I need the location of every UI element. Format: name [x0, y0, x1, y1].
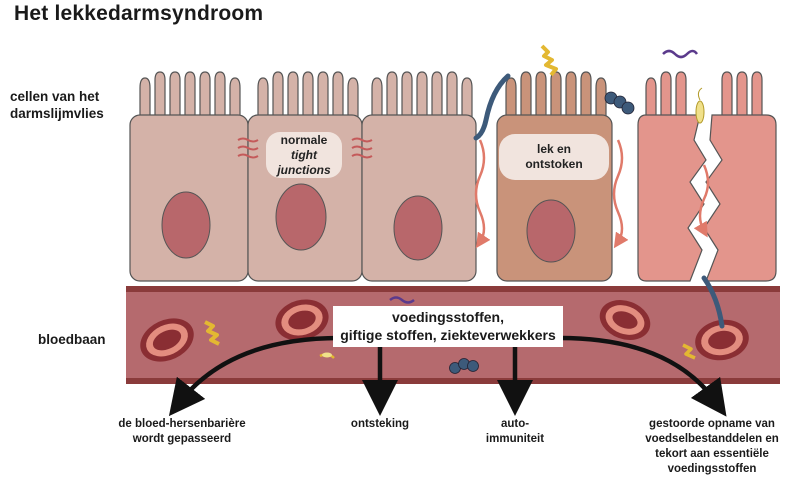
cell-leaky-right: [703, 71, 777, 282]
outcome-absorption-line4: voedingsstoffen: [667, 463, 757, 475]
cell-1: [129, 71, 249, 282]
leaky-label-line2: ontstoken: [525, 157, 583, 171]
blood-box-line1: voedingsstoffen,: [391, 309, 504, 325]
leaky-inflamed-label: lek en ontstoken: [499, 142, 609, 172]
blood-bacteria: [204, 275, 725, 374]
cell-inflamed: [496, 71, 613, 282]
cell-3: [361, 71, 477, 282]
outcome-brain-line1: de bloed-hersenbarière: [118, 418, 246, 430]
cell-leaky-left: [637, 71, 707, 282]
bacteria-group: [473, 44, 705, 141]
bloodstream-contents-box: voedingsstoffen, giftige stoffen, ziekte…: [333, 306, 563, 347]
cells-label-line1: cellen van het: [10, 89, 100, 104]
normal-tight-junctions-label: normale tight junctions: [266, 133, 342, 178]
tight-junctions: [237, 137, 373, 159]
leaky-label-line1: lek en: [536, 142, 572, 156]
outcome-impaired-absorption: gestoorde opname van voedselbestanddelen…: [628, 417, 796, 477]
normal-label-line2: tight: [291, 148, 317, 162]
outcome-arrows: [168, 335, 727, 417]
outcome-absorption-line3: tekort aan essentiële: [655, 448, 769, 460]
outcome-absorption-line1: gestoorde opname van: [649, 418, 775, 430]
bloodstream-label: bloedbaan: [38, 332, 106, 347]
leak-arrows: [474, 139, 710, 249]
page-title: Het lekkedarmsyndroom: [14, 2, 264, 25]
cells-label-line2: darmslijmvlies: [10, 106, 104, 121]
red-blood-cells: [140, 299, 749, 362]
outcome-autoimmunity: auto- immuniteit: [470, 417, 560, 447]
outcome-inflammation: ontsteking: [350, 418, 410, 430]
outcome-brain-line2: wordt gepasseerd: [132, 433, 232, 445]
outcome-autoimmune-line2: immuniteit: [485, 433, 545, 445]
outcome-absorption-line2: voedselbestanddelen en: [645, 433, 779, 445]
outcome-blood-brain-barrier: de bloed-hersenbarière wordt gepasseerd: [92, 417, 272, 447]
blood-box-line2: giftige stoffen, ziekteverwekkers: [340, 327, 556, 343]
outcome-autoimmune-line1: auto-: [500, 418, 530, 430]
cells-label: cellen van het darmslijmvlies: [10, 88, 104, 122]
normal-label-line3: junctions: [277, 163, 331, 177]
cell-2: [247, 71, 363, 282]
normal-label-line1: normale: [280, 133, 328, 147]
